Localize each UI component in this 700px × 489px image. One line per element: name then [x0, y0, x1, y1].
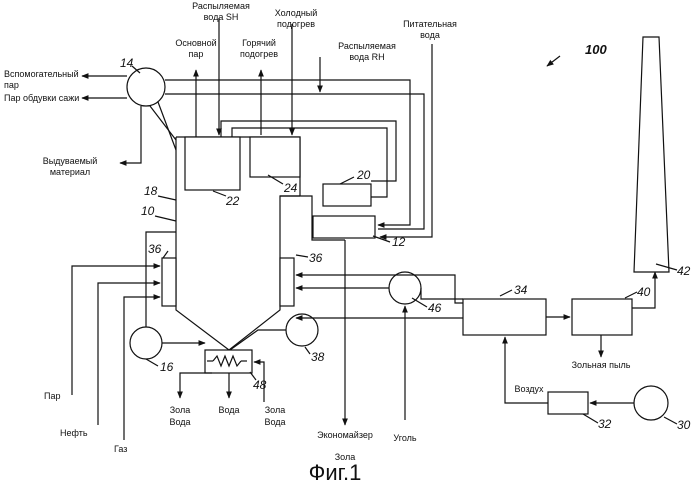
fan-32	[548, 392, 588, 414]
label-water: Вода	[218, 405, 239, 415]
label-spray-rh-2: вода RH	[349, 52, 384, 62]
ref-48: 48	[253, 378, 267, 392]
ref-10: 10	[141, 204, 155, 218]
label-ash-right: Зола	[265, 405, 286, 415]
ref-16: 16	[160, 360, 174, 374]
label-ash-left: Зола	[170, 405, 191, 415]
burners-right	[280, 258, 294, 306]
economizer-12	[313, 216, 375, 238]
ref-36-left: 36	[148, 242, 162, 256]
ref-24: 24	[283, 181, 298, 195]
label-aux-steam-2: пар	[4, 80, 19, 90]
label-air: Воздух	[514, 384, 544, 394]
distributor-14	[127, 68, 165, 106]
label-spray-sh-1: Распыляемая	[192, 1, 250, 11]
pump-16	[130, 327, 162, 359]
label-blown-material-2: материал	[50, 167, 90, 177]
ref-18: 18	[144, 184, 158, 198]
ref-38: 38	[311, 350, 325, 364]
ref-34: 34	[514, 283, 528, 297]
ref-32: 32	[598, 417, 612, 431]
ref-30: 30	[677, 418, 691, 432]
label-water-left: Вода	[169, 417, 190, 427]
superheater-22	[185, 137, 240, 190]
reheater-24	[250, 137, 300, 177]
ref-22: 22	[225, 194, 240, 208]
label-gas: Газ	[114, 444, 127, 454]
label-cold-reheat-2: подогрев	[277, 19, 315, 29]
label-hot-reheat-2: подогрев	[240, 49, 278, 59]
label-main-steam-1: Основной	[175, 38, 216, 48]
pump-38	[286, 314, 318, 346]
ref-100: 100	[585, 42, 607, 57]
burners-left	[162, 258, 176, 306]
figure-caption: Фиг.1	[309, 460, 362, 485]
ref-42: 42	[677, 264, 691, 278]
ref-46: 46	[428, 301, 442, 315]
label-fly-ash: Зольная пыль	[572, 360, 631, 370]
ref-36-right: 36	[309, 251, 323, 265]
label-feed-water-2: вода	[420, 30, 440, 40]
label-cold-reheat-1: Холодный	[275, 8, 318, 18]
air-heater-34	[463, 299, 546, 335]
mill-46	[389, 272, 421, 304]
label-steam: Пар	[44, 391, 60, 401]
label-oil: Нефть	[60, 428, 88, 438]
motor-30	[634, 386, 668, 420]
label-feed-water-1: Питательная	[403, 19, 457, 29]
label-spray-rh-1: Распыляемая	[338, 41, 396, 51]
stack-42	[634, 37, 669, 272]
label-aux-steam-1: Вспомогательный	[4, 69, 79, 79]
label-blown-material-1: Выдуваемый	[43, 156, 98, 166]
label-main-steam-2: пар	[189, 49, 204, 59]
ref-14: 14	[120, 56, 134, 70]
ref-12: 12	[392, 235, 406, 249]
label-water-right: Вода	[264, 417, 285, 427]
ref-20: 20	[356, 168, 371, 182]
label-spray-sh-2: вода SH	[204, 12, 239, 22]
label-hot-reheat-1: Горячий	[242, 38, 276, 48]
precipitator-40	[572, 299, 632, 335]
label-economizer: Экономайзер	[317, 430, 373, 440]
label-soot-blow: Пар обдувки сажи	[4, 93, 79, 103]
component-20	[323, 184, 371, 206]
ref-40: 40	[637, 285, 651, 299]
label-coal: Уголь	[393, 433, 416, 443]
